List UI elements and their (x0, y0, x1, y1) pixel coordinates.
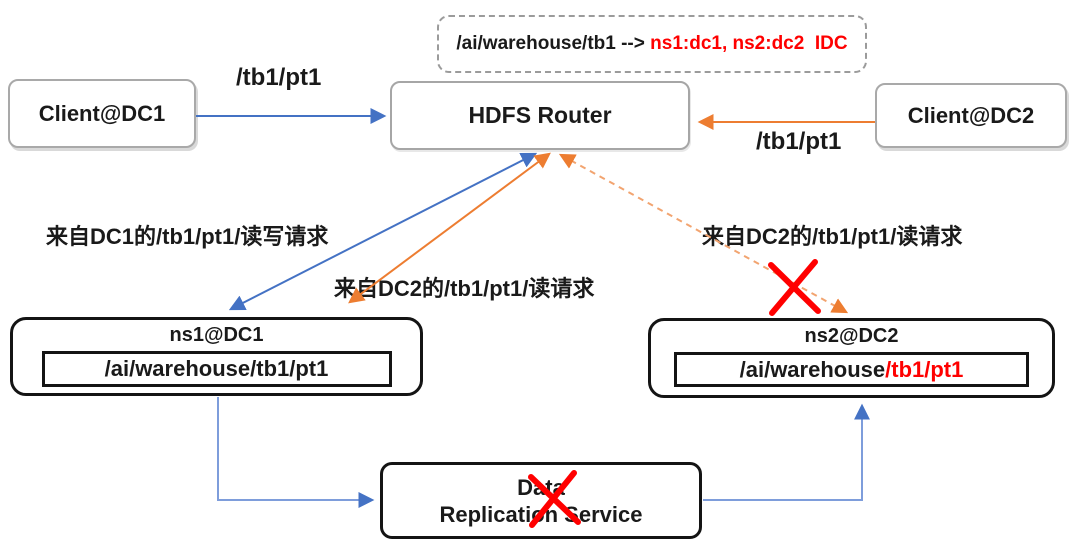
edge-label-client2-request: /tb1/pt1 (756, 128, 842, 155)
node-hdfs-router-label: HDFS Router (468, 102, 612, 128)
drs-label-line1: Data (517, 474, 565, 500)
node-data-replication-service: Data Replication Service (380, 462, 702, 539)
node-client-dc2-label: Client@DC2 (907, 102, 1035, 128)
node-ns1-path: /ai/warehouse/tb1/pt1 (104, 356, 329, 381)
node-ns2-dc2: ns2@DC2 /ai/warehouse/tb1/pt1 (648, 318, 1055, 398)
edge-label-client1-request: /tb1/pt1 (236, 64, 322, 91)
edge-label-dc1-readwrite: 来自DC1的/tb1/pt1/读写请求 (46, 224, 329, 249)
edge-ns1-to-replication (217, 397, 375, 508)
mount-table-note: /ai/warehouse/tb1 --> ns1:dc1, ns2:dc2 I… (437, 15, 867, 73)
node-ns1-path-box: /ai/warehouse/tb1/pt1 (41, 351, 392, 387)
node-ns2-path-black: /ai/warehouse (739, 356, 886, 382)
node-ns1-title: ns1@DC1 (169, 324, 264, 346)
node-client-dc1: Client@DC1 (8, 79, 196, 148)
node-ns2-title: ns2@DC2 (804, 325, 899, 347)
node-client-dc2: Client@DC2 (875, 83, 1067, 148)
node-hdfs-router: HDFS Router (390, 81, 690, 150)
mount-table-path: /ai/warehouse/tb1 --> (456, 33, 651, 54)
edge-label-dc2-read-to-ns2: 来自DC2的/tb1/pt1/读请求 (702, 224, 963, 249)
mount-table-targets: ns1:dc1, ns2:dc2 IDC (650, 33, 848, 54)
node-client-dc1-label: Client@DC1 (38, 100, 166, 126)
node-ns2-path-red: /tb1/pt1 (885, 356, 964, 382)
node-ns2-path-box: /ai/warehouse/tb1/pt1 (674, 352, 1029, 387)
edge-replication-to-ns2 (703, 403, 870, 501)
blocked-x-dashed-route (768, 259, 821, 316)
edge-label-dc2-read-to-ns1: 来自DC2的/tb1/pt1/读请求 (334, 276, 595, 301)
drs-label-line2: Replication Service (439, 501, 643, 527)
node-ns1-dc1: ns1@DC1 /ai/warehouse/tb1/pt1 (10, 317, 423, 396)
